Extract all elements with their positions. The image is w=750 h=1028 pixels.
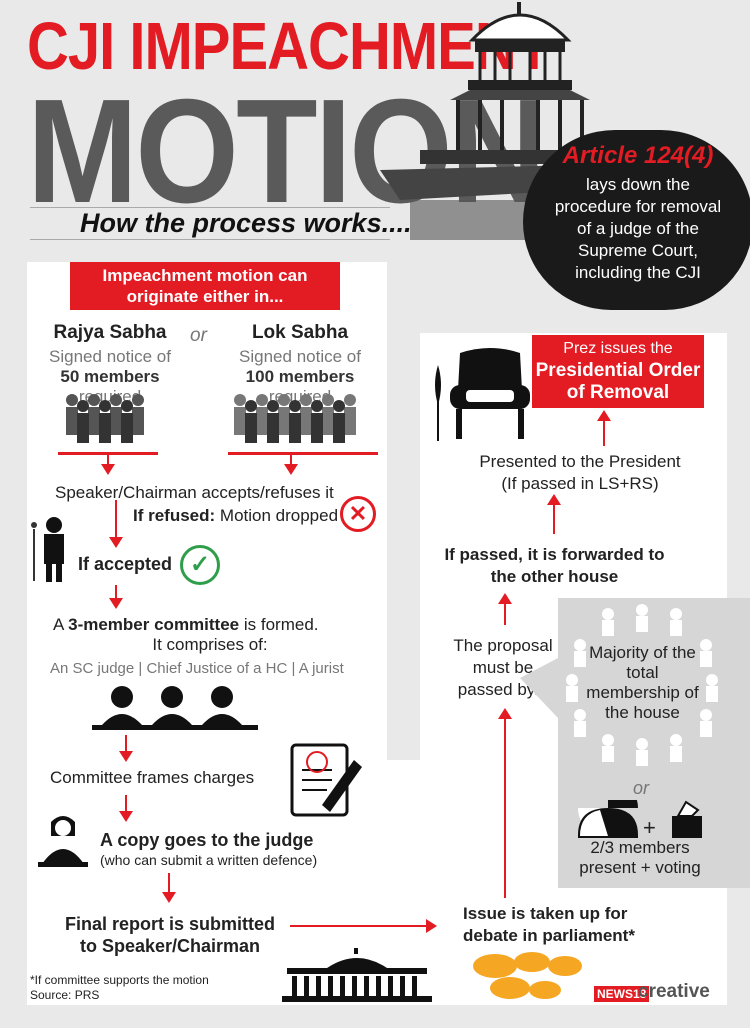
arrow-lok	[284, 455, 298, 475]
two-thirds-text: 2/3 members present + voting	[579, 838, 701, 877]
lok-count: 100 members	[245, 367, 355, 386]
speaker-step: Speaker/Chairman accepts/refuses it	[55, 483, 334, 502]
arrow-copy	[119, 795, 133, 822]
arrow-up-forwarded	[498, 593, 512, 625]
refused-label: If refused:	[133, 506, 216, 525]
committee-bold: 3-member committee	[68, 615, 240, 634]
article-body: lays down the procedure for removal of a…	[554, 175, 722, 282]
lok-underline	[228, 452, 378, 455]
committee-post: is formed.	[239, 615, 319, 634]
arrow-accepted	[109, 500, 123, 548]
charges-document-icon	[290, 743, 362, 817]
refused-step: If refused: Motion dropped	[133, 506, 338, 526]
prez-banner: Prez issues the Presidential Order of Re…	[532, 335, 704, 408]
origin-banner: Impeachment motion can originate either …	[70, 262, 340, 310]
rajya-underline	[58, 452, 158, 455]
arrow-up-main	[498, 708, 512, 898]
arrow-rajya	[101, 455, 115, 475]
refused-text: Motion dropped	[215, 506, 339, 525]
speaker-figure-icon	[31, 517, 64, 582]
prez-line2: Presidential Order	[535, 360, 701, 381]
arrow-up-presented	[547, 494, 561, 534]
house-members-icon	[566, 604, 718, 766]
rajya-members-icon	[66, 394, 144, 443]
refused-x-icon: ✕	[340, 496, 376, 532]
article-heading: Article 124(4)	[562, 142, 714, 169]
arrow-to-debate	[290, 919, 437, 933]
footnote: *If committee supports the motion	[30, 973, 209, 987]
origin-banner-text: Impeachment motion can originate either …	[102, 266, 308, 306]
arrow-final	[162, 873, 176, 903]
presented-step: Presented to the President	[479, 452, 681, 471]
parliament-icon	[282, 948, 432, 1002]
majority-text: Majority of the total membership of the …	[586, 643, 699, 722]
judge-icon	[38, 816, 88, 867]
plus-sign: +	[643, 815, 656, 840]
lok-members-icon	[234, 394, 356, 443]
divider-top	[30, 207, 390, 208]
arrow-committee	[109, 585, 123, 609]
divider-bottom	[30, 239, 390, 240]
title-line1: CJI IMPEACHMENT	[27, 9, 551, 85]
accepted-step: If accepted	[78, 554, 173, 574]
comprises-label: It comprises of:	[152, 635, 268, 654]
proposal-step: The proposal must be passed by...	[453, 636, 553, 699]
rajya-notice-line1: Signed notice of	[49, 347, 171, 366]
forwarded-step: If passed, it is forwarded to the other …	[444, 545, 665, 586]
arrow-up-prez	[597, 410, 611, 446]
article-circle: Article 124(4) lays down the procedure f…	[523, 130, 750, 310]
voting-icons	[578, 800, 702, 838]
debate-step: Issue is taken up for debate in parliame…	[463, 904, 635, 945]
debate-bubbles-icon	[473, 952, 582, 999]
prez-line3: of Removal	[566, 382, 670, 403]
brand-news: NEWS18	[594, 986, 650, 1002]
committee-members-icon	[92, 686, 258, 730]
rajya-count: 50 members	[60, 367, 160, 386]
committee-step: A 3-member committee is formed.	[53, 615, 319, 635]
prez-line1: Prez issues the	[563, 340, 673, 357]
committee-pre: A	[53, 615, 69, 634]
presented-sub: (If passed in LS+RS)	[501, 474, 659, 493]
arrow-frames	[119, 735, 133, 762]
or-label-right: or	[633, 778, 650, 798]
or-label: or	[190, 325, 207, 346]
final-step: Final report is submitted to Speaker/Cha…	[64, 914, 276, 956]
subtitle: How the process works....	[80, 208, 412, 238]
source: Source: PRS	[30, 988, 100, 1002]
rajya-sabha-title: Rajya Sabha	[53, 322, 167, 343]
frames-step: Committee frames charges	[50, 768, 255, 787]
committee-members: An SC judge | Chief Justice of a HC | A …	[50, 660, 344, 677]
accepted-check-icon: ✓	[180, 545, 220, 585]
lok-sabha-title: Lok Sabha	[251, 322, 349, 343]
copy-step: A copy goes to the judge	[100, 830, 314, 850]
brand-creative: creative	[638, 981, 710, 1002]
copy-sub: (who can submit a written defence)	[100, 852, 318, 868]
lok-notice-line1: Signed notice of	[239, 347, 361, 366]
presidential-chair-icon	[435, 348, 530, 441]
